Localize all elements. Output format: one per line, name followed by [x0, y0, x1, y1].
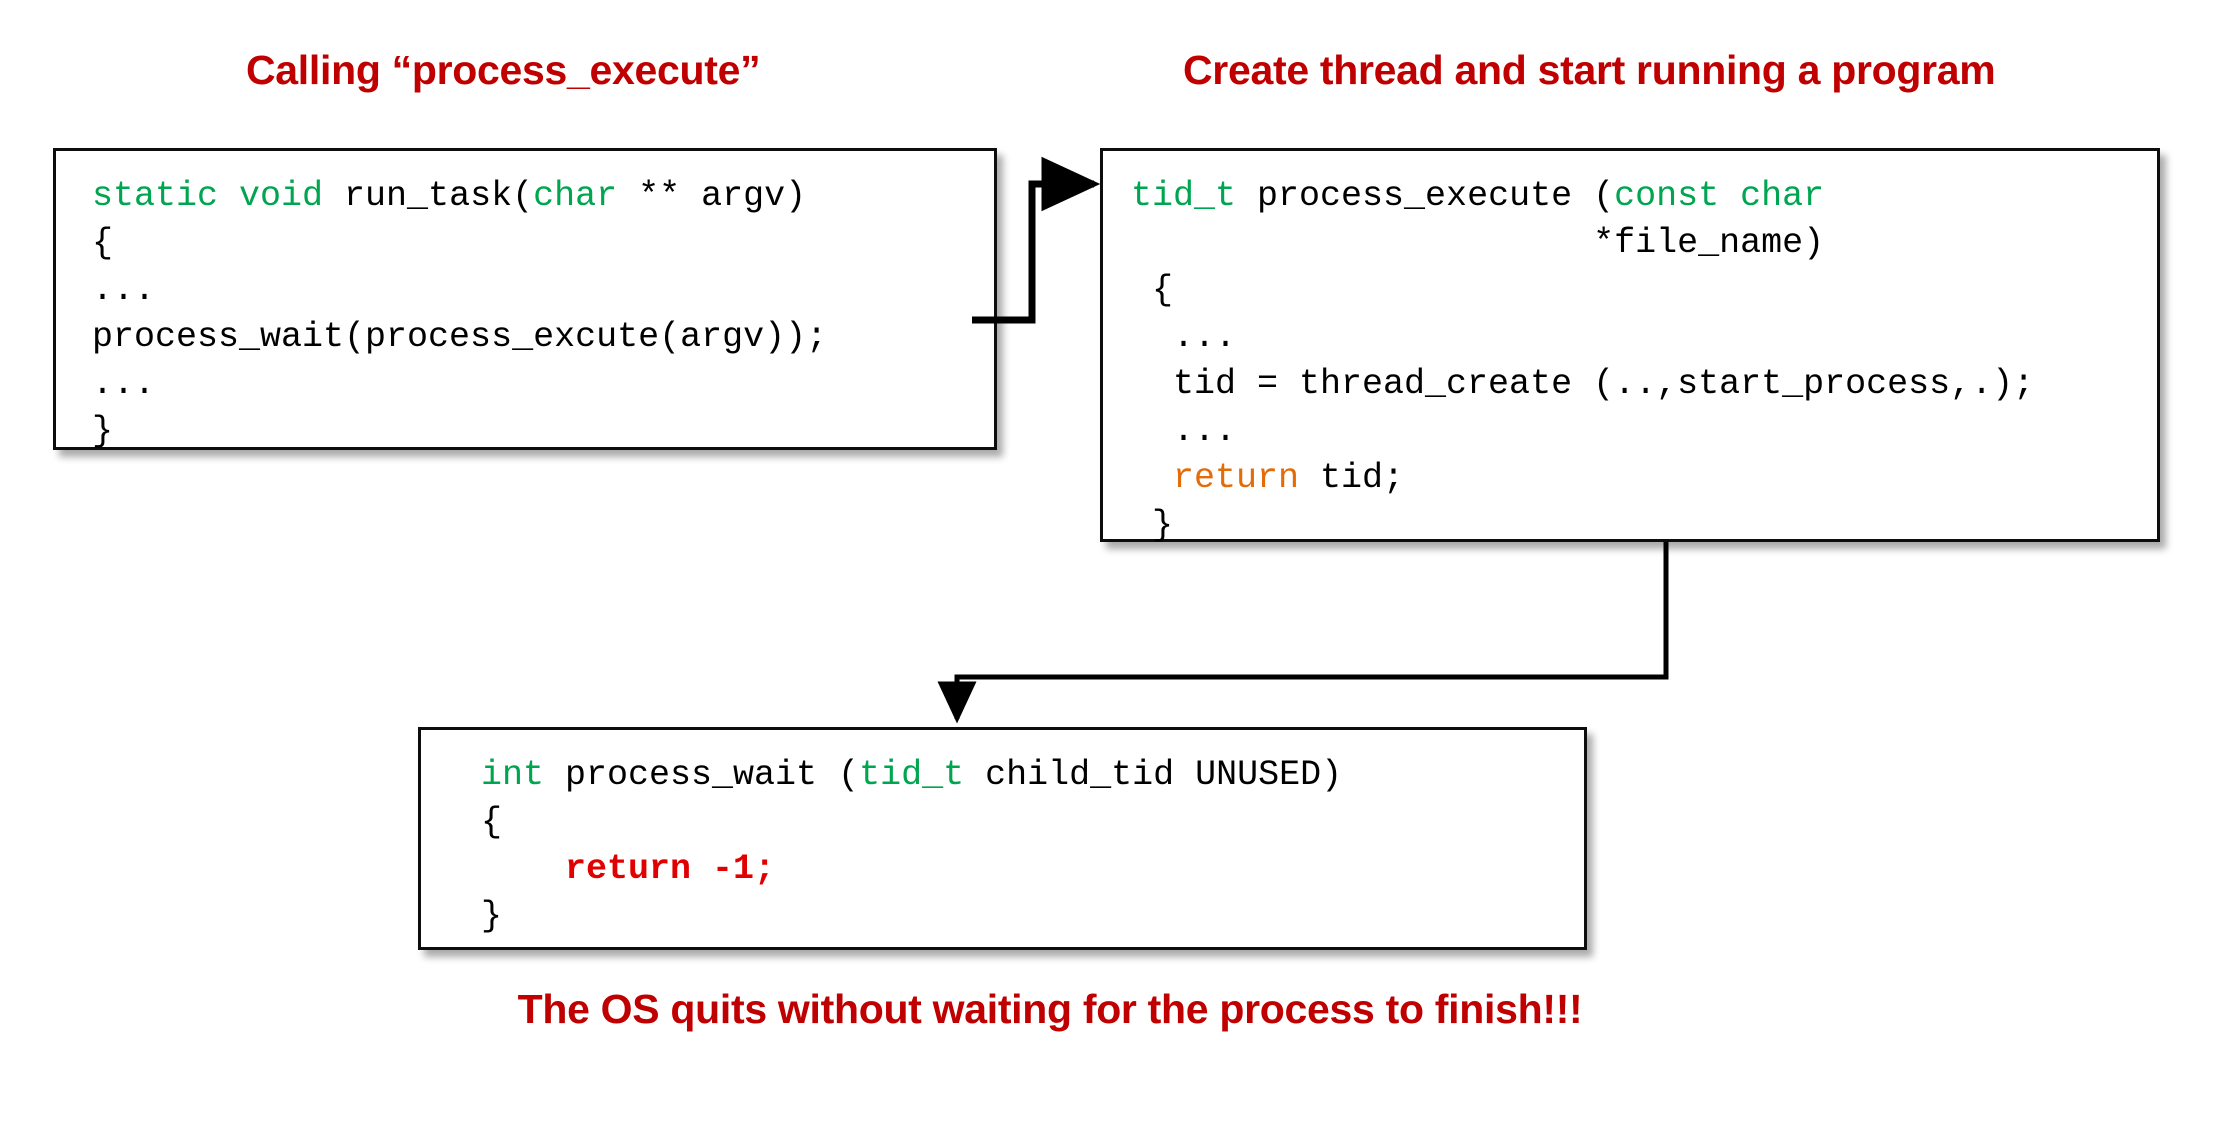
code-line: ...	[92, 267, 994, 314]
code-line: {	[481, 799, 1584, 846]
code-token: tid;	[1299, 458, 1405, 498]
code-box-process-wait: int process_wait (tid_t child_tid UNUSED…	[418, 727, 1587, 950]
code-line: }	[92, 408, 994, 455]
code-line: {	[1131, 267, 2157, 314]
code-line: {	[92, 220, 994, 267]
code-token: const char	[1614, 176, 1825, 216]
code-token: {	[1131, 270, 1174, 310]
code-token: run_task(	[344, 176, 534, 216]
code-line: ...	[1131, 314, 2157, 361]
code-token: ...	[92, 364, 156, 404]
code-token: tid_t	[859, 755, 965, 795]
code-token: tid_t	[1131, 176, 1258, 216]
code-body-run-task: static void run_task(char ** argv){...pr…	[56, 151, 994, 455]
code-box-process-execute: tid_t process_execute (const char *file_…	[1100, 148, 2160, 545]
code-line: tid = thread_create (..,start_process,.)…	[1131, 361, 2157, 408]
code-token: ...	[1131, 411, 1237, 451]
code-line: *file_name)	[1131, 220, 2157, 267]
code-token: process_wait(process_excute(argv));	[92, 317, 828, 357]
code-token: child_tid UNUSED)	[964, 755, 1343, 795]
code-token: char	[533, 176, 618, 216]
caption-calling-process-execute: Calling “process_execute”	[246, 47, 761, 93]
code-token: {	[92, 223, 114, 263]
code-line: }	[481, 893, 1584, 940]
code-line: return -1;	[481, 846, 1584, 893]
code-line: static void run_task(char ** argv)	[92, 173, 994, 220]
code-line: process_wait(process_excute(argv));	[92, 314, 994, 361]
code-token: }	[1131, 505, 1174, 545]
code-token: static void	[92, 176, 345, 216]
code-token: }	[481, 896, 503, 936]
code-token: {	[481, 802, 503, 842]
code-line: int process_wait (tid_t child_tid UNUSED…	[481, 752, 1584, 799]
code-line: ...	[1131, 408, 2157, 455]
code-token: ...	[1131, 317, 1237, 357]
code-box-run-task: static void run_task(char ** argv){...pr…	[53, 148, 997, 451]
code-line: }	[1131, 502, 2157, 549]
code-token: }	[92, 411, 114, 451]
code-line: ...	[92, 361, 994, 408]
caption-create-thread: Create thread and start running a progra…	[1183, 47, 1996, 93]
caption-os-quits-warning: The OS quits without waiting for the pro…	[517, 986, 1583, 1032]
code-token: tid = thread_create (..,start_process,.)…	[1131, 364, 2035, 404]
code-token: process_wait (	[565, 755, 860, 795]
code-token: *file_name)	[1131, 223, 1825, 263]
code-body-process-execute: tid_t process_execute (const char *file_…	[1103, 151, 2157, 549]
code-body-process-wait: int process_wait (tid_t child_tid UNUSED…	[421, 730, 1584, 940]
code-token: return	[1131, 458, 1300, 498]
code-token: return -1;	[481, 849, 776, 889]
arrow-process-execute-to-process-wait	[937, 542, 1669, 724]
code-line: return tid;	[1131, 455, 2157, 502]
code-token: ...	[92, 270, 156, 310]
code-token: ** argv)	[617, 176, 807, 216]
code-token: process_execute (	[1257, 176, 1615, 216]
code-line: tid_t process_execute (const char	[1131, 173, 2157, 220]
code-token: int	[481, 755, 566, 795]
